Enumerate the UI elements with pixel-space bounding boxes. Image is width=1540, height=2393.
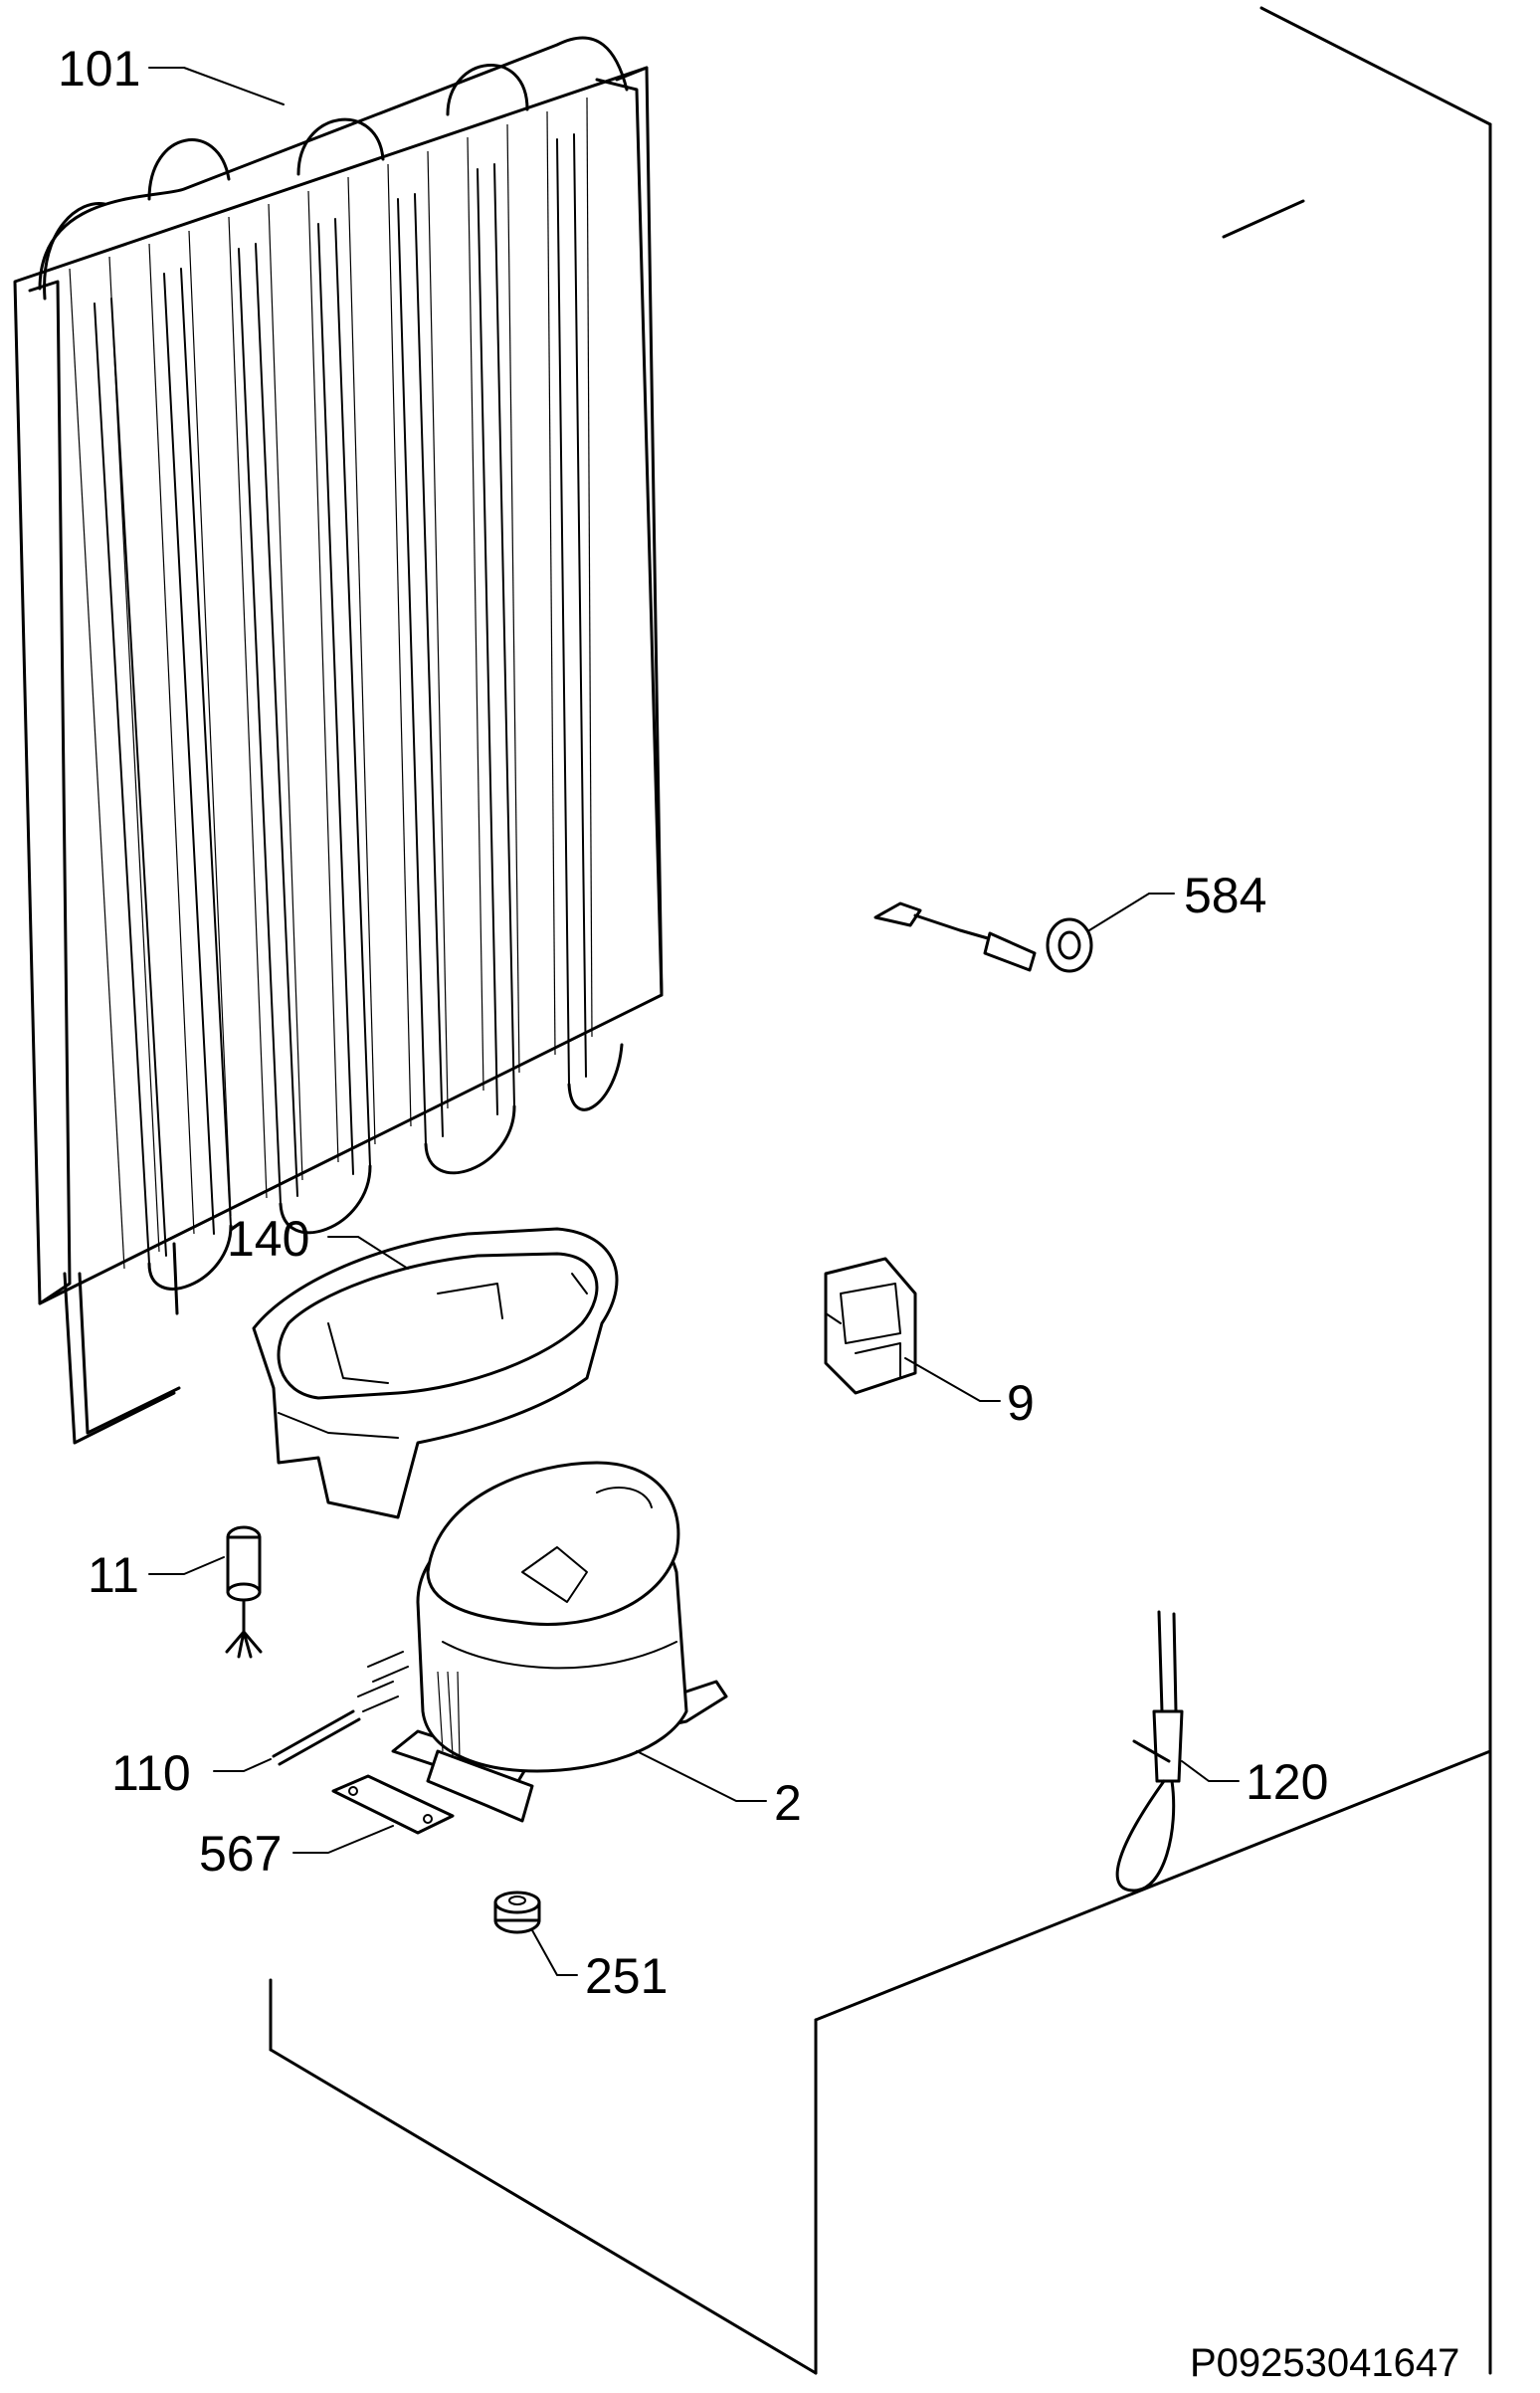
callout-2: 2 (774, 1775, 802, 1831)
cabinet-outline (269, 6, 1492, 2375)
callout-251: 251 (585, 1948, 668, 2004)
leader-lines (148, 67, 1240, 1976)
callout-110: 110 (111, 1745, 191, 1801)
relay-block (824, 1257, 917, 1395)
service-tube (272, 1709, 361, 1766)
drawing-code: P09253041647 (1190, 2341, 1459, 2385)
compressor (357, 1461, 728, 1823)
callout-9: 9 (1007, 1375, 1035, 1431)
mounting-plate (331, 1774, 455, 1835)
sensor-cable (1115, 1610, 1184, 1893)
callout-140: 140 (227, 1211, 309, 1267)
rubber-grommet (493, 1891, 541, 1934)
callout-11: 11 (88, 1547, 139, 1603)
cable-with-grommet (873, 901, 1093, 973)
callout-labels: 101 584 140 9 11 110 2 120 567 251 (58, 41, 1328, 2004)
filter-drier (225, 1525, 263, 1659)
drip-tray (252, 1227, 619, 1519)
callout-101: 101 (58, 41, 140, 97)
callout-567: 567 (199, 1826, 282, 1882)
callout-584: 584 (1184, 868, 1266, 923)
condenser (13, 36, 664, 1445)
callout-120: 120 (1246, 1754, 1328, 1810)
